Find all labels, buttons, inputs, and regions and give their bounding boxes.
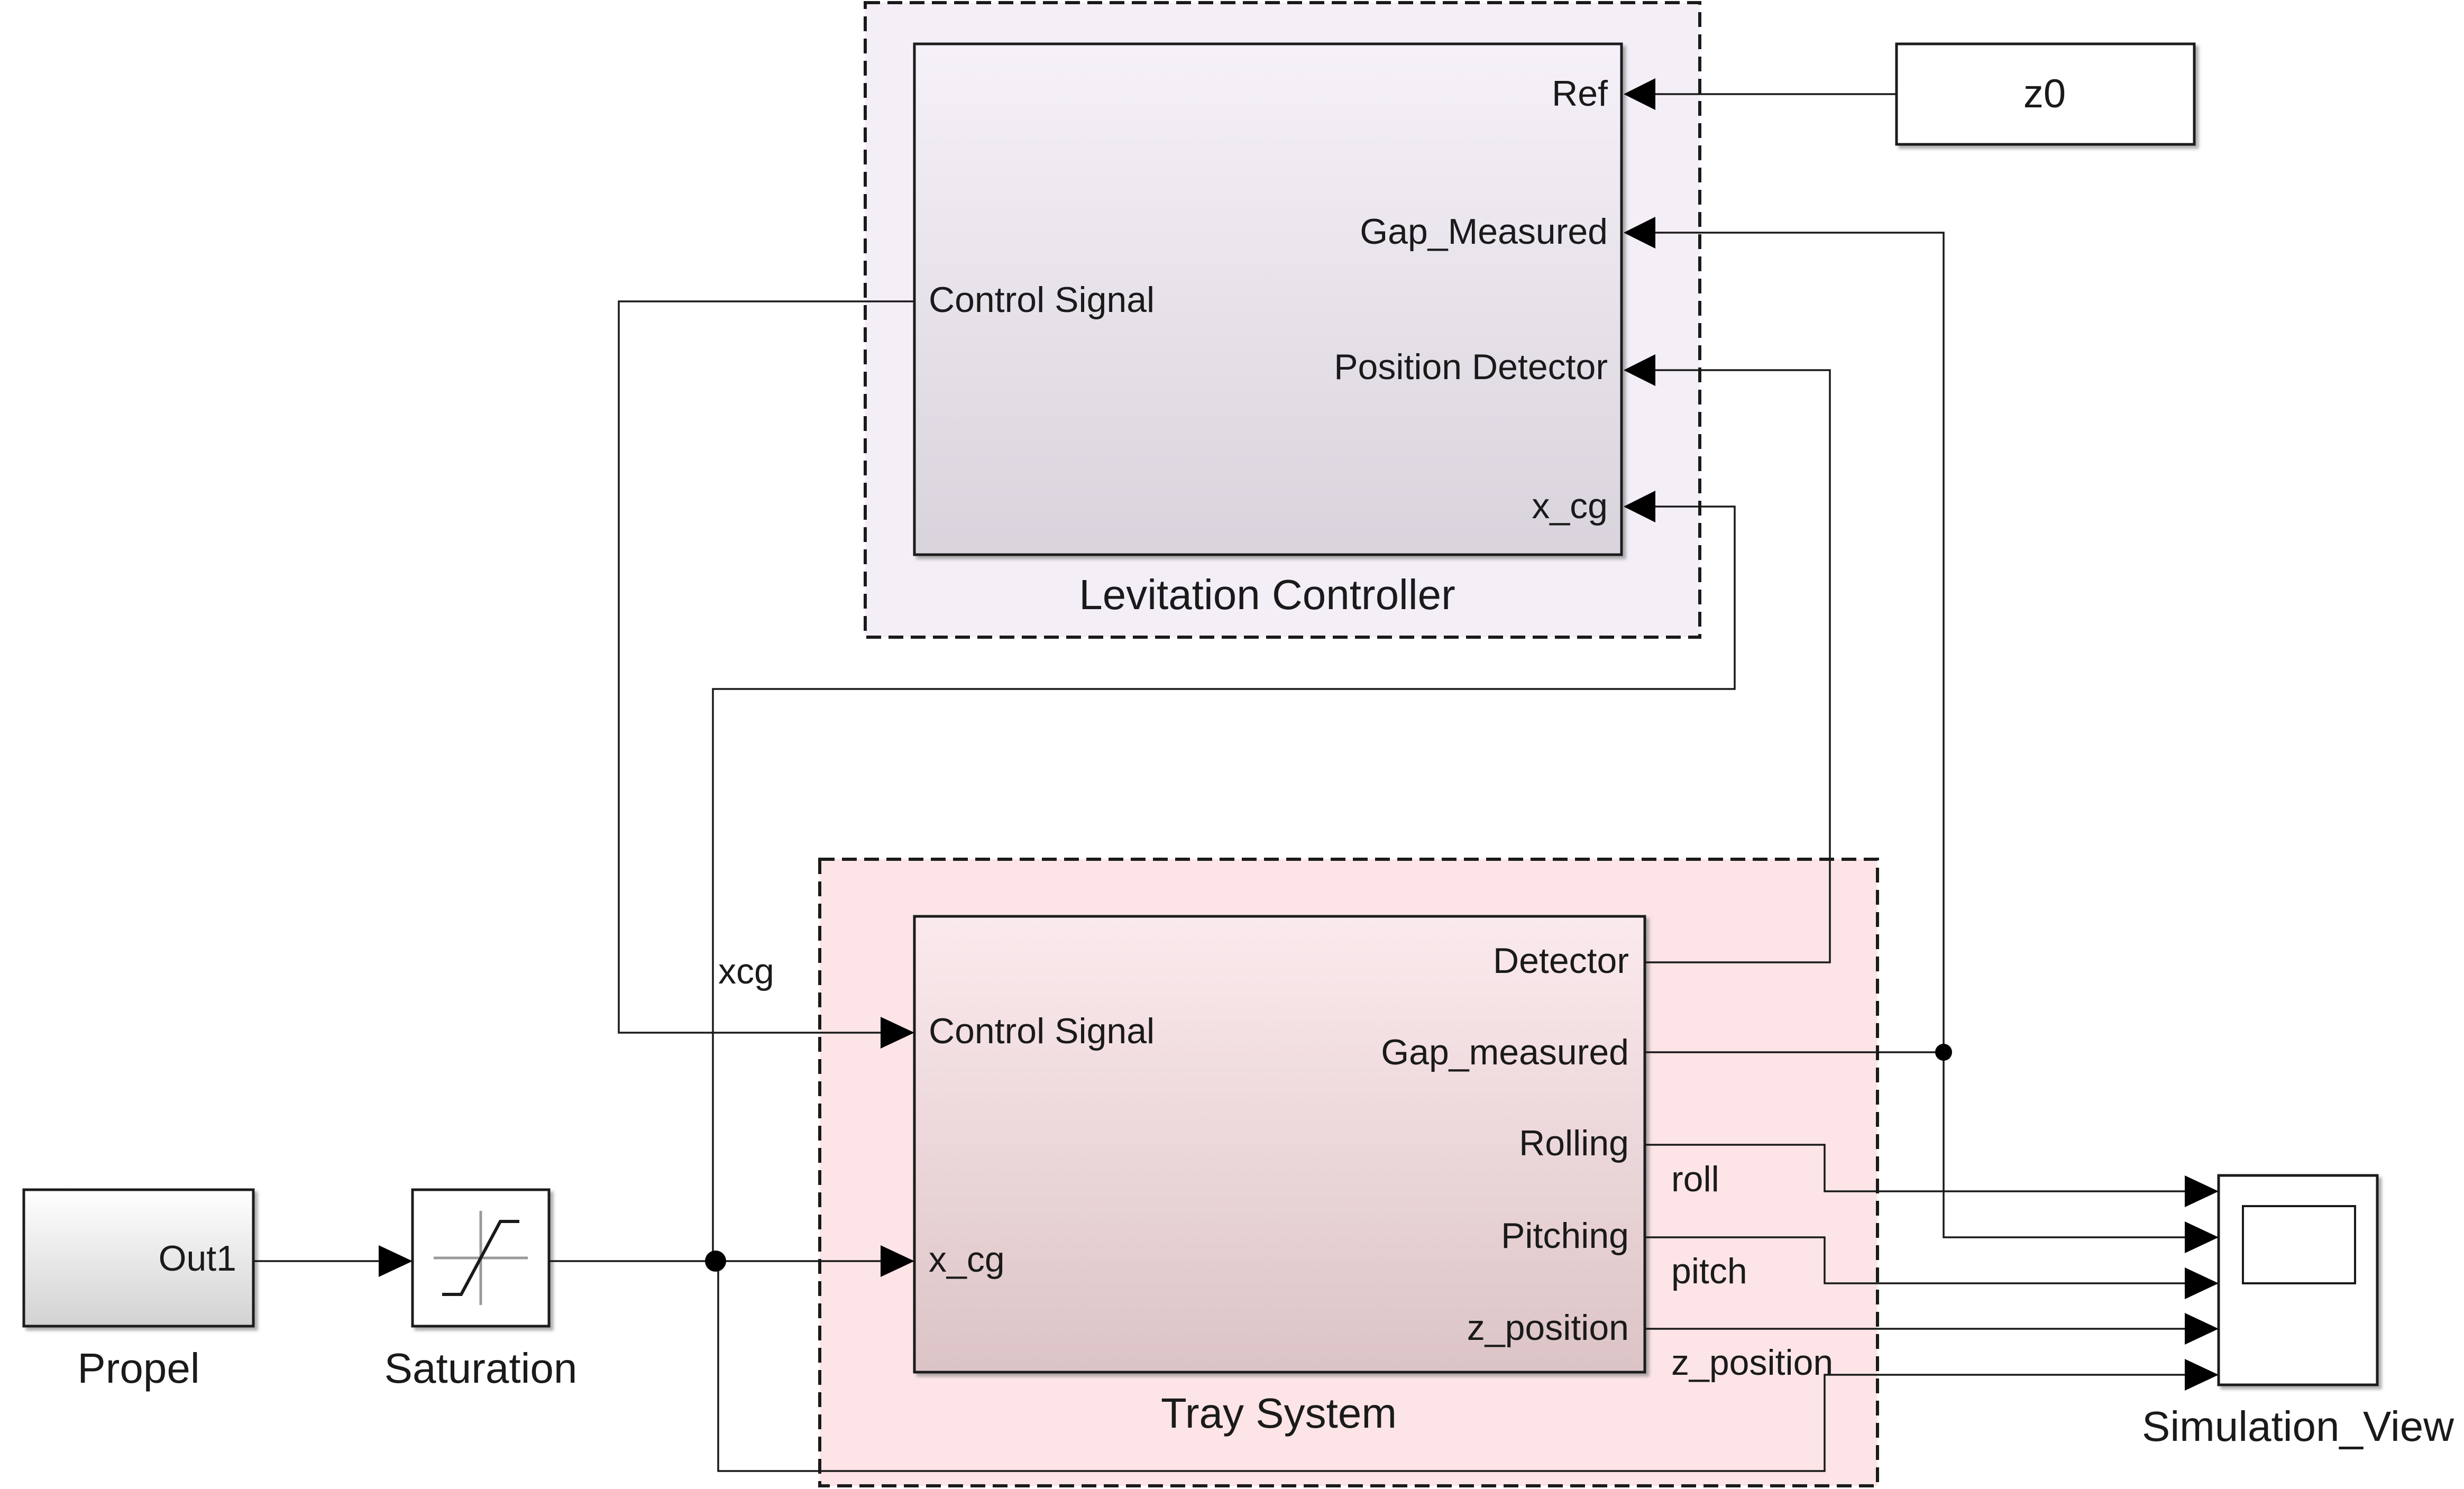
arrow-scope-in-1 [2185, 1175, 2219, 1207]
lc-port-position-detector: Position Detector [1334, 347, 1608, 387]
arrow-x-cg-tray [881, 1245, 914, 1277]
z0-label: z0 [2023, 71, 2066, 116]
branch-point-xcg [705, 1251, 726, 1272]
signal-label-z-position: z_position [1671, 1343, 1833, 1383]
simulation-view-block[interactable]: Simulation_View [2142, 1174, 2454, 1450]
arrow-control-signal-tray [881, 1017, 914, 1049]
arrow-position-detector [1624, 354, 1655, 386]
tray-system-area: Detector Gap_measured Rolling Pitching z… [818, 858, 1879, 1487]
wire-xcg-loop[interactable] [717, 1261, 2187, 1472]
saturation-block[interactable]: Saturation [384, 1188, 578, 1392]
scope-screen-icon [2242, 1205, 2356, 1284]
levitation-controller-name: Levitation Controller [1079, 571, 1455, 618]
ts-port-control-signal: Control Signal [929, 1011, 1155, 1051]
arrow-gap-measured [1624, 217, 1655, 249]
wire-pitch[interactable] [1645, 1236, 2187, 1284]
wire-gap-to-scope[interactable] [1943, 1052, 2187, 1238]
ts-port-gap-measured: Gap_measured [1381, 1032, 1629, 1072]
lc-port-ref: Ref [1552, 73, 1608, 114]
lc-port-gap-measured: Gap_Measured [1360, 212, 1608, 252]
arrowheads [379, 78, 2219, 1391]
arrow-x-cg-controller [1624, 491, 1655, 522]
signal-labels: xcg roll pitch z_position [718, 951, 1833, 1383]
tray-system-block[interactable] [913, 915, 1646, 1374]
signal-label-pitch: pitch [1671, 1251, 1747, 1291]
arrow-scope-in-5 [2185, 1359, 2219, 1391]
tray-system-name: Tray System [1161, 1390, 1397, 1437]
lc-port-x-cg: x_cg [1532, 486, 1608, 526]
lc-port-control-signal: Control Signal [929, 280, 1155, 320]
ts-port-z-position: z_position [1467, 1308, 1629, 1348]
arrow-scope-in-3 [2185, 1267, 2219, 1299]
simulation-view-name: Simulation_View [2142, 1403, 2454, 1450]
levitation-controller-block[interactable] [913, 42, 1623, 556]
wire-xcg-to-controller[interactable] [712, 505, 1736, 1261]
wire-detector-to-position-detector[interactable] [1645, 369, 1831, 963]
arrow-ref [1624, 78, 1655, 110]
branch-point-gap [1935, 1044, 1952, 1061]
levitation-controller-area: Ref Gap_Measured Position Detector x_cg … [864, 1, 1701, 639]
propel-port-out1: Out1 [159, 1238, 236, 1279]
propel-block[interactable]: Out1 Propel [22, 1188, 255, 1392]
z0-constant-block[interactable]: z0 [1895, 42, 2196, 146]
wire-gap-to-controller[interactable] [1653, 232, 1945, 1052]
wire-control-signal[interactable] [618, 300, 914, 1034]
ts-port-x-cg: x_cg [929, 1239, 1005, 1280]
ts-port-pitching: Pitching [1501, 1216, 1629, 1256]
saturation-name: Saturation [384, 1345, 578, 1392]
arrow-saturation-in [379, 1245, 413, 1277]
propel-name: Propel [77, 1345, 199, 1392]
signal-lines [253, 93, 2187, 1472]
arrow-scope-in-2 [2185, 1221, 2219, 1253]
ts-port-detector: Detector [1493, 941, 1629, 981]
arrow-scope-in-4 [2185, 1313, 2219, 1345]
signal-label-xcg: xcg [718, 951, 774, 991]
wire-roll[interactable] [1645, 1144, 2187, 1192]
ts-port-rolling: Rolling [1519, 1123, 1629, 1163]
signal-label-roll: roll [1671, 1159, 1719, 1199]
saturation-icon [434, 1211, 528, 1305]
